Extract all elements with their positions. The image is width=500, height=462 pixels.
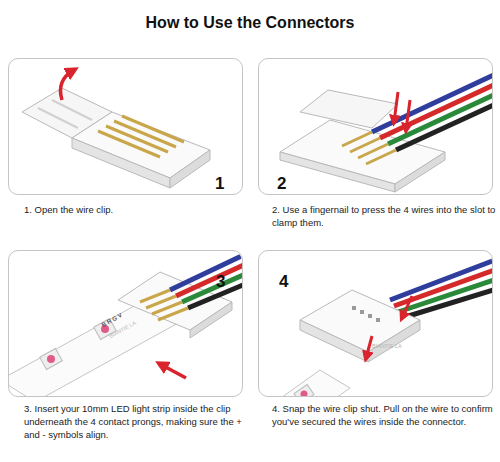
black-wire xyxy=(396,102,492,150)
step-number: 1 xyxy=(215,175,224,192)
clip-lid xyxy=(300,90,398,128)
wire-tip xyxy=(366,150,396,164)
step-number: 2 xyxy=(277,175,286,192)
red-arrow xyxy=(394,92,398,122)
contact-prong xyxy=(122,116,184,142)
lid-ridge xyxy=(52,100,92,120)
clip-hole xyxy=(352,306,356,310)
clip-hole xyxy=(376,318,380,322)
red-arrow xyxy=(366,336,372,358)
clip-side xyxy=(300,320,368,362)
clip-closed-illustration xyxy=(259,258,492,396)
clip-side xyxy=(395,152,445,192)
led-chip xyxy=(40,349,63,370)
step-caption: 1. Open the wire clip. xyxy=(24,204,239,217)
led-chip xyxy=(294,384,314,396)
step-panel: 2 xyxy=(258,58,493,195)
title: How to Use the Connectors xyxy=(0,14,500,32)
step-panel: 4 xyxy=(258,250,493,397)
clip-top xyxy=(300,290,420,352)
red-arrow xyxy=(160,364,186,378)
strip-insert-illustration xyxy=(9,252,242,396)
step-number: 3 xyxy=(216,273,225,290)
step-caption: 4. Snap the wire clip shut. Pull on the … xyxy=(272,403,496,429)
red-arrow xyxy=(402,296,412,318)
wire-insert-illustration xyxy=(280,72,492,192)
red-arrow xyxy=(61,70,75,100)
led-light xyxy=(301,391,308,397)
led-light xyxy=(47,355,55,363)
clip-side xyxy=(170,150,210,188)
step-caption: 3. Insert your 10mm LED light strip insi… xyxy=(24,403,248,441)
clip-hole xyxy=(368,314,372,318)
contact-prong xyxy=(158,308,188,320)
led-strip xyxy=(259,370,350,396)
green-wire xyxy=(388,92,492,144)
step-number: 4 xyxy=(279,273,288,290)
red-arrow xyxy=(406,100,410,130)
step-panel: 1 xyxy=(8,58,243,195)
clip-side xyxy=(190,302,232,338)
watermark: BIANTIE LA xyxy=(372,343,422,350)
black-wire xyxy=(188,282,242,308)
clip-side xyxy=(368,320,420,362)
open-clip-illustration xyxy=(22,70,210,188)
black-wire xyxy=(402,288,492,318)
clip-hole xyxy=(360,310,364,314)
step-caption: 2. Use a fingernail to press the 4 wires… xyxy=(272,204,498,230)
